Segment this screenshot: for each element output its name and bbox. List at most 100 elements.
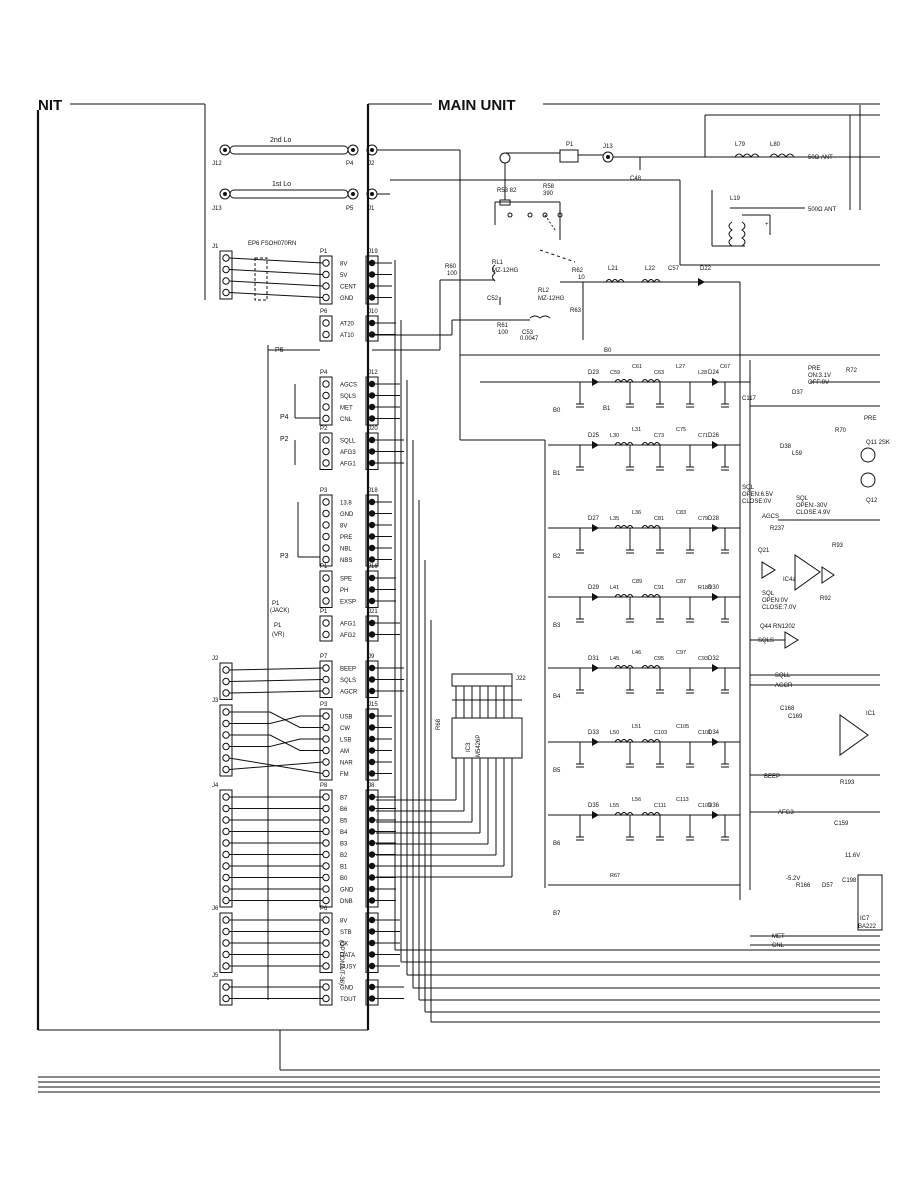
ic7-label: IC7 bbox=[860, 916, 870, 922]
svg-text:100: 100 bbox=[447, 271, 458, 277]
svg-text:MZ-12HG: MZ-12HG bbox=[492, 268, 519, 274]
plug-pin bbox=[322, 619, 330, 627]
filter-part-label: C79 bbox=[698, 516, 708, 522]
pin-label: 13.8 bbox=[340, 501, 352, 507]
plug-label: P3 bbox=[320, 702, 328, 708]
plug-pin bbox=[322, 916, 330, 924]
side-p2: P2 bbox=[280, 436, 289, 443]
diode-right-label: D24 bbox=[708, 370, 720, 376]
sqls-right-label: SQLS bbox=[758, 638, 774, 644]
plug-pin bbox=[322, 293, 330, 302]
plug-pin bbox=[322, 746, 330, 755]
plug-pin bbox=[322, 282, 330, 290]
filter-part-label: C61 bbox=[632, 364, 642, 370]
r93-label: R93 bbox=[832, 543, 844, 549]
jack-pin bbox=[368, 392, 376, 399]
r68-label: R68 bbox=[436, 718, 442, 730]
jack-pin bbox=[368, 380, 376, 388]
cnl-right-label: CNL bbox=[772, 943, 785, 949]
plug-pin bbox=[322, 793, 330, 801]
filter-part-label: L51 bbox=[632, 724, 641, 730]
plug-pin bbox=[322, 827, 330, 836]
j13-top-label: J13 bbox=[603, 144, 613, 150]
pin-label: SQLS bbox=[340, 678, 356, 684]
filter-part-label: C81 bbox=[654, 516, 664, 522]
plug-label: P7 bbox=[320, 654, 328, 660]
svg-text:BA222: BA222 bbox=[858, 924, 877, 930]
bus-label: B2 bbox=[553, 554, 561, 560]
plug-pin bbox=[322, 927, 330, 936]
pin-label: CENT bbox=[340, 285, 357, 291]
jack-pin bbox=[368, 597, 376, 605]
d37-label: D37 bbox=[792, 390, 804, 396]
pin-label: LSB bbox=[340, 738, 351, 744]
svg-text:CLOSE:0V: CLOSE:0V bbox=[742, 499, 771, 505]
pin-label: CK bbox=[340, 942, 348, 948]
left-block-j6: J6 bbox=[212, 906, 233, 973]
jack-label: J12 bbox=[368, 370, 378, 376]
plug-pin bbox=[322, 532, 330, 541]
svg-text:100: 100 bbox=[498, 330, 509, 336]
d57-label: D57 bbox=[822, 883, 834, 889]
filter-part-label: C87 bbox=[676, 579, 686, 585]
pre-label: PRE bbox=[808, 366, 820, 372]
plug-pin bbox=[322, 983, 330, 991]
jack-pin bbox=[368, 544, 376, 552]
filter-part-label: L50 bbox=[610, 730, 619, 736]
c57-label: C57 bbox=[668, 266, 680, 272]
plug-pin bbox=[322, 687, 330, 695]
ic3-pin-wires bbox=[376, 686, 513, 878]
left-block-label: J3 bbox=[212, 698, 219, 704]
main-unit-title: MAIN UNIT bbox=[438, 97, 516, 114]
diode-left-label: D35 bbox=[588, 803, 600, 809]
plug-label: P3 bbox=[320, 488, 328, 494]
jack-pin bbox=[368, 874, 376, 881]
filter-part-label: L28 bbox=[698, 370, 707, 376]
plug-pin bbox=[322, 664, 330, 672]
filter-part-label: C75 bbox=[676, 427, 686, 433]
rl2-label: RL2 bbox=[538, 288, 550, 294]
plug-pin bbox=[322, 319, 330, 327]
plug-pin bbox=[322, 994, 330, 1003]
beep-right-label: BEEP bbox=[764, 774, 780, 780]
jack-pin bbox=[368, 747, 376, 754]
ferrite-ep6: EP6 FSOH070RN bbox=[248, 241, 296, 301]
filter-part-label: C101 bbox=[698, 730, 711, 736]
filter-part-label: C111 bbox=[654, 803, 666, 809]
jack-pin bbox=[368, 951, 376, 958]
plug-label: P6 bbox=[320, 906, 328, 912]
jack-pin bbox=[368, 319, 376, 327]
r166-label: R166 bbox=[796, 883, 811, 889]
jack-pin bbox=[368, 448, 376, 455]
filter-part-label: C73 bbox=[654, 433, 664, 439]
jack-pin bbox=[368, 995, 376, 1002]
jack-label: J20 bbox=[368, 426, 378, 432]
j2-label: J2 bbox=[368, 161, 375, 167]
r58-label: R58 bbox=[543, 184, 555, 190]
plug-pin bbox=[322, 758, 330, 766]
jack-pin bbox=[368, 586, 376, 593]
diode-right-label: D32 bbox=[708, 656, 720, 662]
bus-label: B0 bbox=[553, 408, 561, 414]
r61-label: R61 bbox=[497, 323, 509, 329]
svg-text:OPEN:-30V: OPEN:-30V bbox=[796, 503, 827, 509]
filter-part-label: L46 bbox=[632, 650, 641, 656]
pin-label: TOUT bbox=[340, 997, 357, 1003]
bus-lines: B0 B1 bbox=[460, 348, 880, 890]
jack-pin bbox=[368, 415, 376, 422]
svg-text:OPEN:6.5V: OPEN:6.5V bbox=[742, 492, 773, 498]
jack-pin bbox=[368, 282, 376, 290]
ep6-text: EP6 FSOH070RN bbox=[248, 241, 296, 247]
pin-label: B5 bbox=[340, 819, 348, 825]
coax-lo2: 2nd Lo J12 P4 J2 bbox=[212, 137, 378, 167]
plug-pin bbox=[322, 436, 330, 444]
pin-label: 8V bbox=[340, 262, 347, 268]
jack-pin bbox=[368, 259, 376, 267]
svg-text:390: 390 bbox=[543, 191, 554, 197]
diode-left-label: D27 bbox=[588, 516, 600, 522]
